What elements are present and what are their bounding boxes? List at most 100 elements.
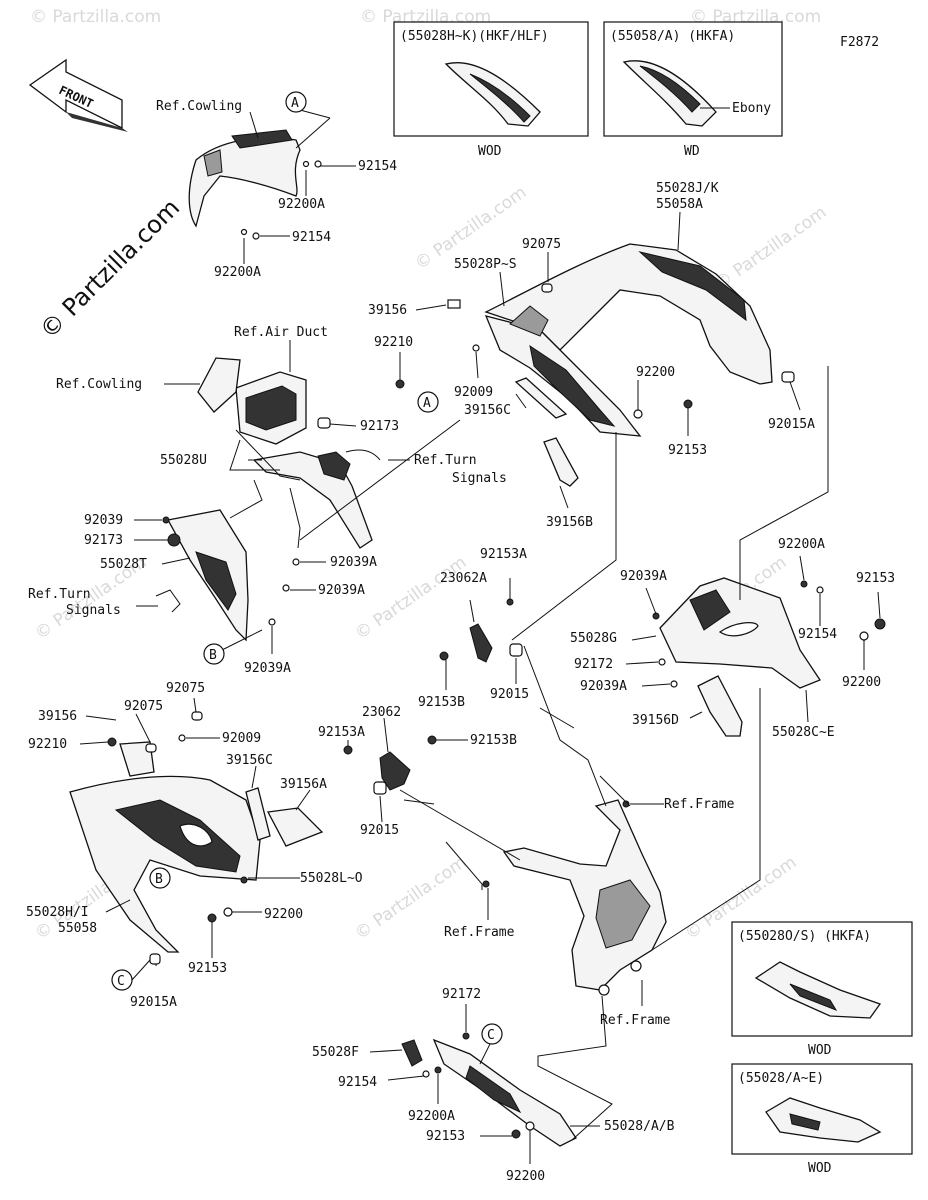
part-label: 55028C~E bbox=[772, 725, 835, 740]
bolt-icon bbox=[427, 735, 437, 745]
part-label: 92153 bbox=[856, 571, 895, 586]
part-label: 92153A bbox=[480, 547, 527, 562]
part-label: 92154 bbox=[338, 1075, 377, 1090]
nut-icon bbox=[107, 737, 117, 747]
nut-icon bbox=[462, 1032, 470, 1040]
part-label: 92153 bbox=[426, 1129, 465, 1144]
foam-strip-d-part bbox=[697, 675, 743, 737]
part-label: 92153B bbox=[418, 695, 465, 710]
inset-title: (55028H~K)(HKF/HLF) bbox=[400, 29, 549, 44]
inset-title: (55028/A~E) bbox=[738, 1071, 824, 1086]
bracket-23062-part bbox=[379, 751, 411, 791]
bolt-icon bbox=[178, 734, 186, 742]
grommet-icon bbox=[149, 953, 161, 965]
part-label: 39156 bbox=[368, 303, 407, 318]
part-label: 92154 bbox=[798, 627, 837, 642]
part-label: 92153B bbox=[470, 733, 517, 748]
part-label: 39156A bbox=[280, 777, 327, 792]
part-label: 92210 bbox=[374, 335, 413, 350]
inset-caption: WOD bbox=[808, 1043, 832, 1058]
callout-c-label: C bbox=[117, 974, 125, 989]
part-label: 23062 bbox=[362, 705, 401, 720]
nut-icon bbox=[800, 580, 808, 588]
part-label: 92015A bbox=[768, 417, 815, 432]
part-label: 92039A bbox=[318, 583, 365, 598]
watermark: © Partzilla.com bbox=[30, 7, 161, 27]
bolt-icon bbox=[252, 232, 260, 240]
part-label: 55058 bbox=[58, 921, 97, 936]
inset-caption: WOD bbox=[478, 144, 502, 159]
side-panel-g-part bbox=[659, 577, 821, 689]
callout-c bbox=[481, 1023, 503, 1045]
part-label: 92154 bbox=[292, 230, 331, 245]
nut-icon bbox=[482, 880, 490, 888]
part-label: Ref.Cowling bbox=[56, 377, 142, 392]
inset-title: (55028O/S) (HKFA) bbox=[738, 929, 871, 944]
part-label: 55028U bbox=[160, 453, 207, 468]
grommet-icon bbox=[541, 283, 553, 293]
grommet-icon bbox=[373, 781, 387, 795]
callout-b-label: B bbox=[209, 648, 217, 663]
part-label: Ref.Cowling bbox=[156, 99, 242, 114]
inset-box-bottom-1: (55028O/S) (HKFA) WOD bbox=[731, 921, 913, 1058]
nut-icon bbox=[395, 379, 405, 389]
callout-a bbox=[417, 391, 439, 413]
callout-b bbox=[203, 643, 225, 665]
part-label: Ref.Air Duct bbox=[234, 325, 328, 340]
callout-a-label: A bbox=[291, 96, 299, 111]
part-label: Ref.Frame bbox=[600, 1013, 671, 1028]
lower-left-cowling-part bbox=[69, 741, 261, 953]
inset-title: (55058/A) (HKFA) bbox=[610, 29, 735, 44]
washer-icon bbox=[223, 907, 233, 917]
part-label: 55028P~S bbox=[454, 257, 517, 272]
part-label: 92173 bbox=[84, 533, 123, 548]
part-label: 55028G bbox=[570, 631, 617, 646]
part-label: 92039A bbox=[244, 661, 291, 676]
part-label: 92200 bbox=[506, 1169, 545, 1184]
grommet-icon bbox=[302, 160, 310, 168]
part-label: 92200 bbox=[264, 907, 303, 922]
part-label: 92039A bbox=[330, 555, 377, 570]
bolt-icon bbox=[268, 618, 276, 626]
nut-icon bbox=[434, 1066, 442, 1074]
part-label: Ref.Frame bbox=[664, 797, 735, 812]
part-label: 92200 bbox=[636, 365, 675, 380]
under-cowl-part bbox=[432, 1038, 577, 1147]
part-label: 23062A bbox=[440, 571, 487, 586]
part-label: Ref.Turn bbox=[414, 453, 477, 468]
part-label: 92039 bbox=[84, 513, 123, 528]
part-label: 92153A bbox=[318, 725, 365, 740]
part-label: 92039A bbox=[620, 569, 667, 584]
part-label: 92075 bbox=[124, 699, 163, 714]
callout-c-label: C bbox=[487, 1028, 495, 1043]
nut-icon bbox=[162, 516, 170, 524]
watermark: © Partzilla.com bbox=[711, 202, 830, 294]
part-label: 92200A bbox=[408, 1109, 455, 1124]
bolt-icon bbox=[472, 344, 480, 352]
small-bracket-f-part bbox=[401, 1039, 423, 1067]
part-label: Signals bbox=[66, 603, 121, 618]
washer-icon bbox=[525, 1121, 535, 1131]
part-label: 92200A bbox=[214, 265, 261, 280]
inset-caption: WD bbox=[684, 144, 700, 159]
grommet-icon bbox=[191, 711, 203, 721]
grommet-icon bbox=[240, 228, 248, 236]
part-label: 92075 bbox=[522, 237, 561, 252]
callout-a-label: A bbox=[423, 396, 431, 411]
frame-part bbox=[502, 799, 667, 996]
bolt-icon bbox=[670, 680, 678, 688]
part-label: Ref.Frame bbox=[444, 925, 515, 940]
part-label: 92200 bbox=[842, 675, 881, 690]
foam-strips-part bbox=[514, 377, 579, 487]
clip-icon bbox=[447, 299, 461, 309]
part-label: 55028H/I bbox=[26, 905, 89, 920]
inset-box-top-left: (55028H~K)(HKF/HLF) WOD bbox=[393, 21, 589, 159]
foam-strips-lower-part bbox=[245, 787, 324, 847]
clip-icon bbox=[167, 533, 181, 547]
part-label: 92009 bbox=[454, 385, 493, 400]
part-label: 92172 bbox=[442, 987, 481, 1002]
bolt-icon bbox=[658, 658, 666, 666]
callout-a bbox=[285, 91, 307, 113]
bolt-icon bbox=[314, 160, 322, 168]
